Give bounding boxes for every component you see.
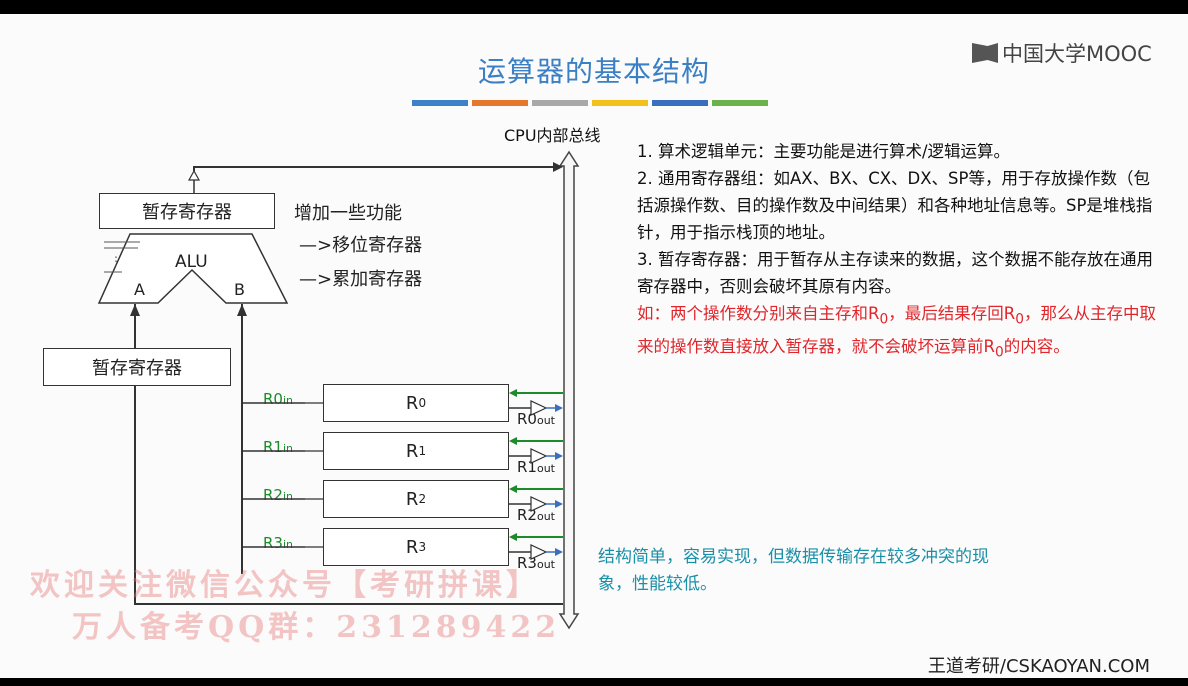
register-out-signal: R0out	[517, 410, 555, 428]
added-function-line: —>累加寄存器	[299, 269, 423, 290]
alu-input-a-label: A	[134, 280, 145, 299]
top-temp-register: 暂存寄存器	[99, 193, 275, 229]
footer-brand: 王道考研/CSKAOYAN.COM	[927, 656, 1150, 677]
register-out-signal: R2out	[517, 506, 555, 524]
slide-title: 运算器的基本结构	[477, 55, 710, 88]
explanation-text: 1. 算术逻辑单元：主要功能是进行算术/逻辑运算。 2. 通用寄存器组：如AX、…	[637, 138, 1157, 367]
lower-temp-register: 暂存寄存器	[43, 348, 231, 386]
alu-label: ALU	[175, 252, 208, 272]
temp-register-description: 3. 暂存寄存器：用于暂存从主存读来的数据，这个数据不能存放在通用寄存器中，否则…	[637, 250, 1153, 296]
cpu-internal-bus	[558, 150, 580, 630]
alu-input-b-label: B	[234, 280, 245, 299]
watermark-line: 欢迎关注微信公众号【考研拼课】	[30, 568, 540, 603]
added-function-line: —>移位寄存器	[299, 235, 423, 256]
accent-bar	[592, 100, 648, 106]
register-out-signal: R1out	[517, 458, 555, 476]
accent-bar	[472, 100, 528, 106]
accent-bar	[652, 100, 708, 106]
register-in-signal: R2in	[263, 486, 293, 504]
added-function-line: 增加一些功能	[294, 203, 402, 224]
watermark-line: 万人备考QQ群：231289422	[72, 610, 561, 645]
alu-shape	[97, 233, 289, 304]
svg-text:⋮: ⋮	[110, 254, 122, 268]
bus-label: CPU内部总线	[504, 126, 601, 145]
example-note: 如：两个操作数分别来自主存和R0，最后结果存回R0，那么从主存中取来的操作数直接…	[637, 304, 1156, 361]
alu-description: 1. 算术逻辑单元：主要功能是进行算术/逻辑运算。	[637, 142, 1011, 161]
general-register-description: 2. 通用寄存器组：如AX、BX、CX、DX、SP等，用于存放操作数（包括源操作…	[637, 169, 1153, 242]
accent-bar	[532, 100, 588, 106]
register-in-signal: R3in	[263, 534, 293, 552]
accent-bar	[712, 100, 768, 106]
accent-bar	[412, 100, 468, 106]
mooc-logo-icon	[972, 43, 998, 63]
register-in-signal: R1in	[263, 438, 293, 456]
summary-note: 结构简单，容易实现，但数据传输存在较多冲突的现象，性能较低。	[598, 547, 989, 594]
mooc-logo: 中国大学MOOC	[972, 38, 1152, 68]
register-in-signal: R0in	[263, 390, 293, 408]
mooc-logo-text: 中国大学MOOC	[1002, 42, 1152, 66]
datapath-diagram: ⋮	[97, 150, 580, 630]
